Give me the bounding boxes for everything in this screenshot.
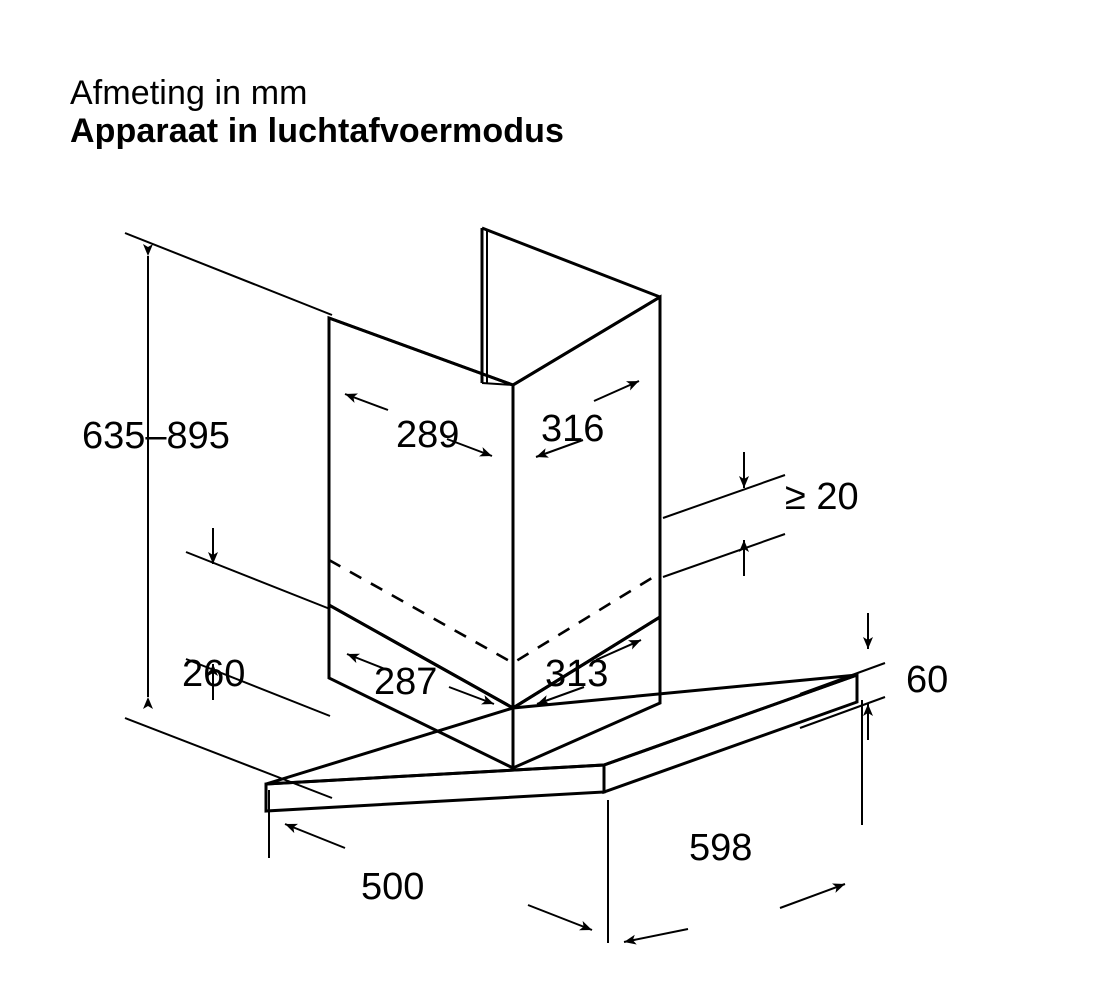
dim-total-height <box>124 232 333 799</box>
label-upper-width: 289 <box>396 414 459 456</box>
dim-canopy-width <box>623 700 863 945</box>
dim-316-arrow-right <box>593 380 640 402</box>
heading-units-line: Afmeting in mm <box>70 74 308 112</box>
dimension-labels: 635–895 260 289 316 287 313 ≥ 20 60 500 … <box>82 408 948 908</box>
dim-lower-width <box>346 653 495 705</box>
upper-chimney-rear-top-edge <box>481 226 661 299</box>
dim-313-arrow-right <box>595 639 642 661</box>
dim-500-arrow-left <box>284 823 346 849</box>
dim-total-height-ext-bottom <box>124 717 333 799</box>
label-upper-depth: 316 <box>541 408 604 450</box>
upper-chimney-rear-bottom-edge <box>481 382 514 386</box>
dim-lower-depth <box>536 639 642 705</box>
label-canopy-width: 598 <box>689 827 752 869</box>
canopy-left-face <box>264 763 606 813</box>
dim-wall-clearance <box>662 452 786 578</box>
dim-287-arrow-right <box>448 686 495 705</box>
dim-canopy-thickness <box>799 613 886 740</box>
label-wall-clearance: ≥ 20 <box>785 476 859 518</box>
heading-title-line: Apparaat in luchtafvoermodus <box>70 112 564 151</box>
dim-20-ext-bottom <box>662 533 786 578</box>
dim-60-ext-top <box>799 662 886 695</box>
upper-chimney-box <box>327 226 662 711</box>
dim-598-arrow-left <box>623 928 689 945</box>
label-lower-chimney-height: 260 <box>182 653 245 695</box>
dim-20-ext-top <box>662 474 786 519</box>
dim-500-arrow-right <box>527 904 593 931</box>
dim-598-arrow-right <box>779 883 846 909</box>
dim-316-arrow-left <box>535 439 584 458</box>
canopy-right-face <box>602 672 859 795</box>
dim-313-arrow-left <box>536 686 585 705</box>
dim-lower-chimney-height <box>185 528 331 717</box>
dim-60-ext-bottom <box>799 696 886 729</box>
dim-289-arrow-right <box>446 438 493 457</box>
dim-260-ext-top <box>185 551 331 610</box>
label-lower-depth: 313 <box>545 653 608 695</box>
dim-upper-width <box>344 393 493 457</box>
dim-289-arrow-left <box>344 393 389 411</box>
dim-upper-depth <box>535 380 640 458</box>
canopy-body <box>264 672 859 813</box>
label-lower-width: 287 <box>374 661 437 703</box>
dim-canopy-depth <box>268 790 609 943</box>
upper-chimney-right-face <box>511 294 662 711</box>
dim-287-arrow-left <box>346 653 391 672</box>
dim-total-height-ext-top <box>124 232 333 316</box>
label-total-height: 635–895 <box>82 415 230 457</box>
label-canopy-thickness: 60 <box>906 659 948 701</box>
heading-block: Afmeting in mm Apparaat in luchtafvoermo… <box>70 74 564 150</box>
label-canopy-depth: 500 <box>361 866 424 908</box>
upper-chimney-top-edges <box>328 295 661 387</box>
